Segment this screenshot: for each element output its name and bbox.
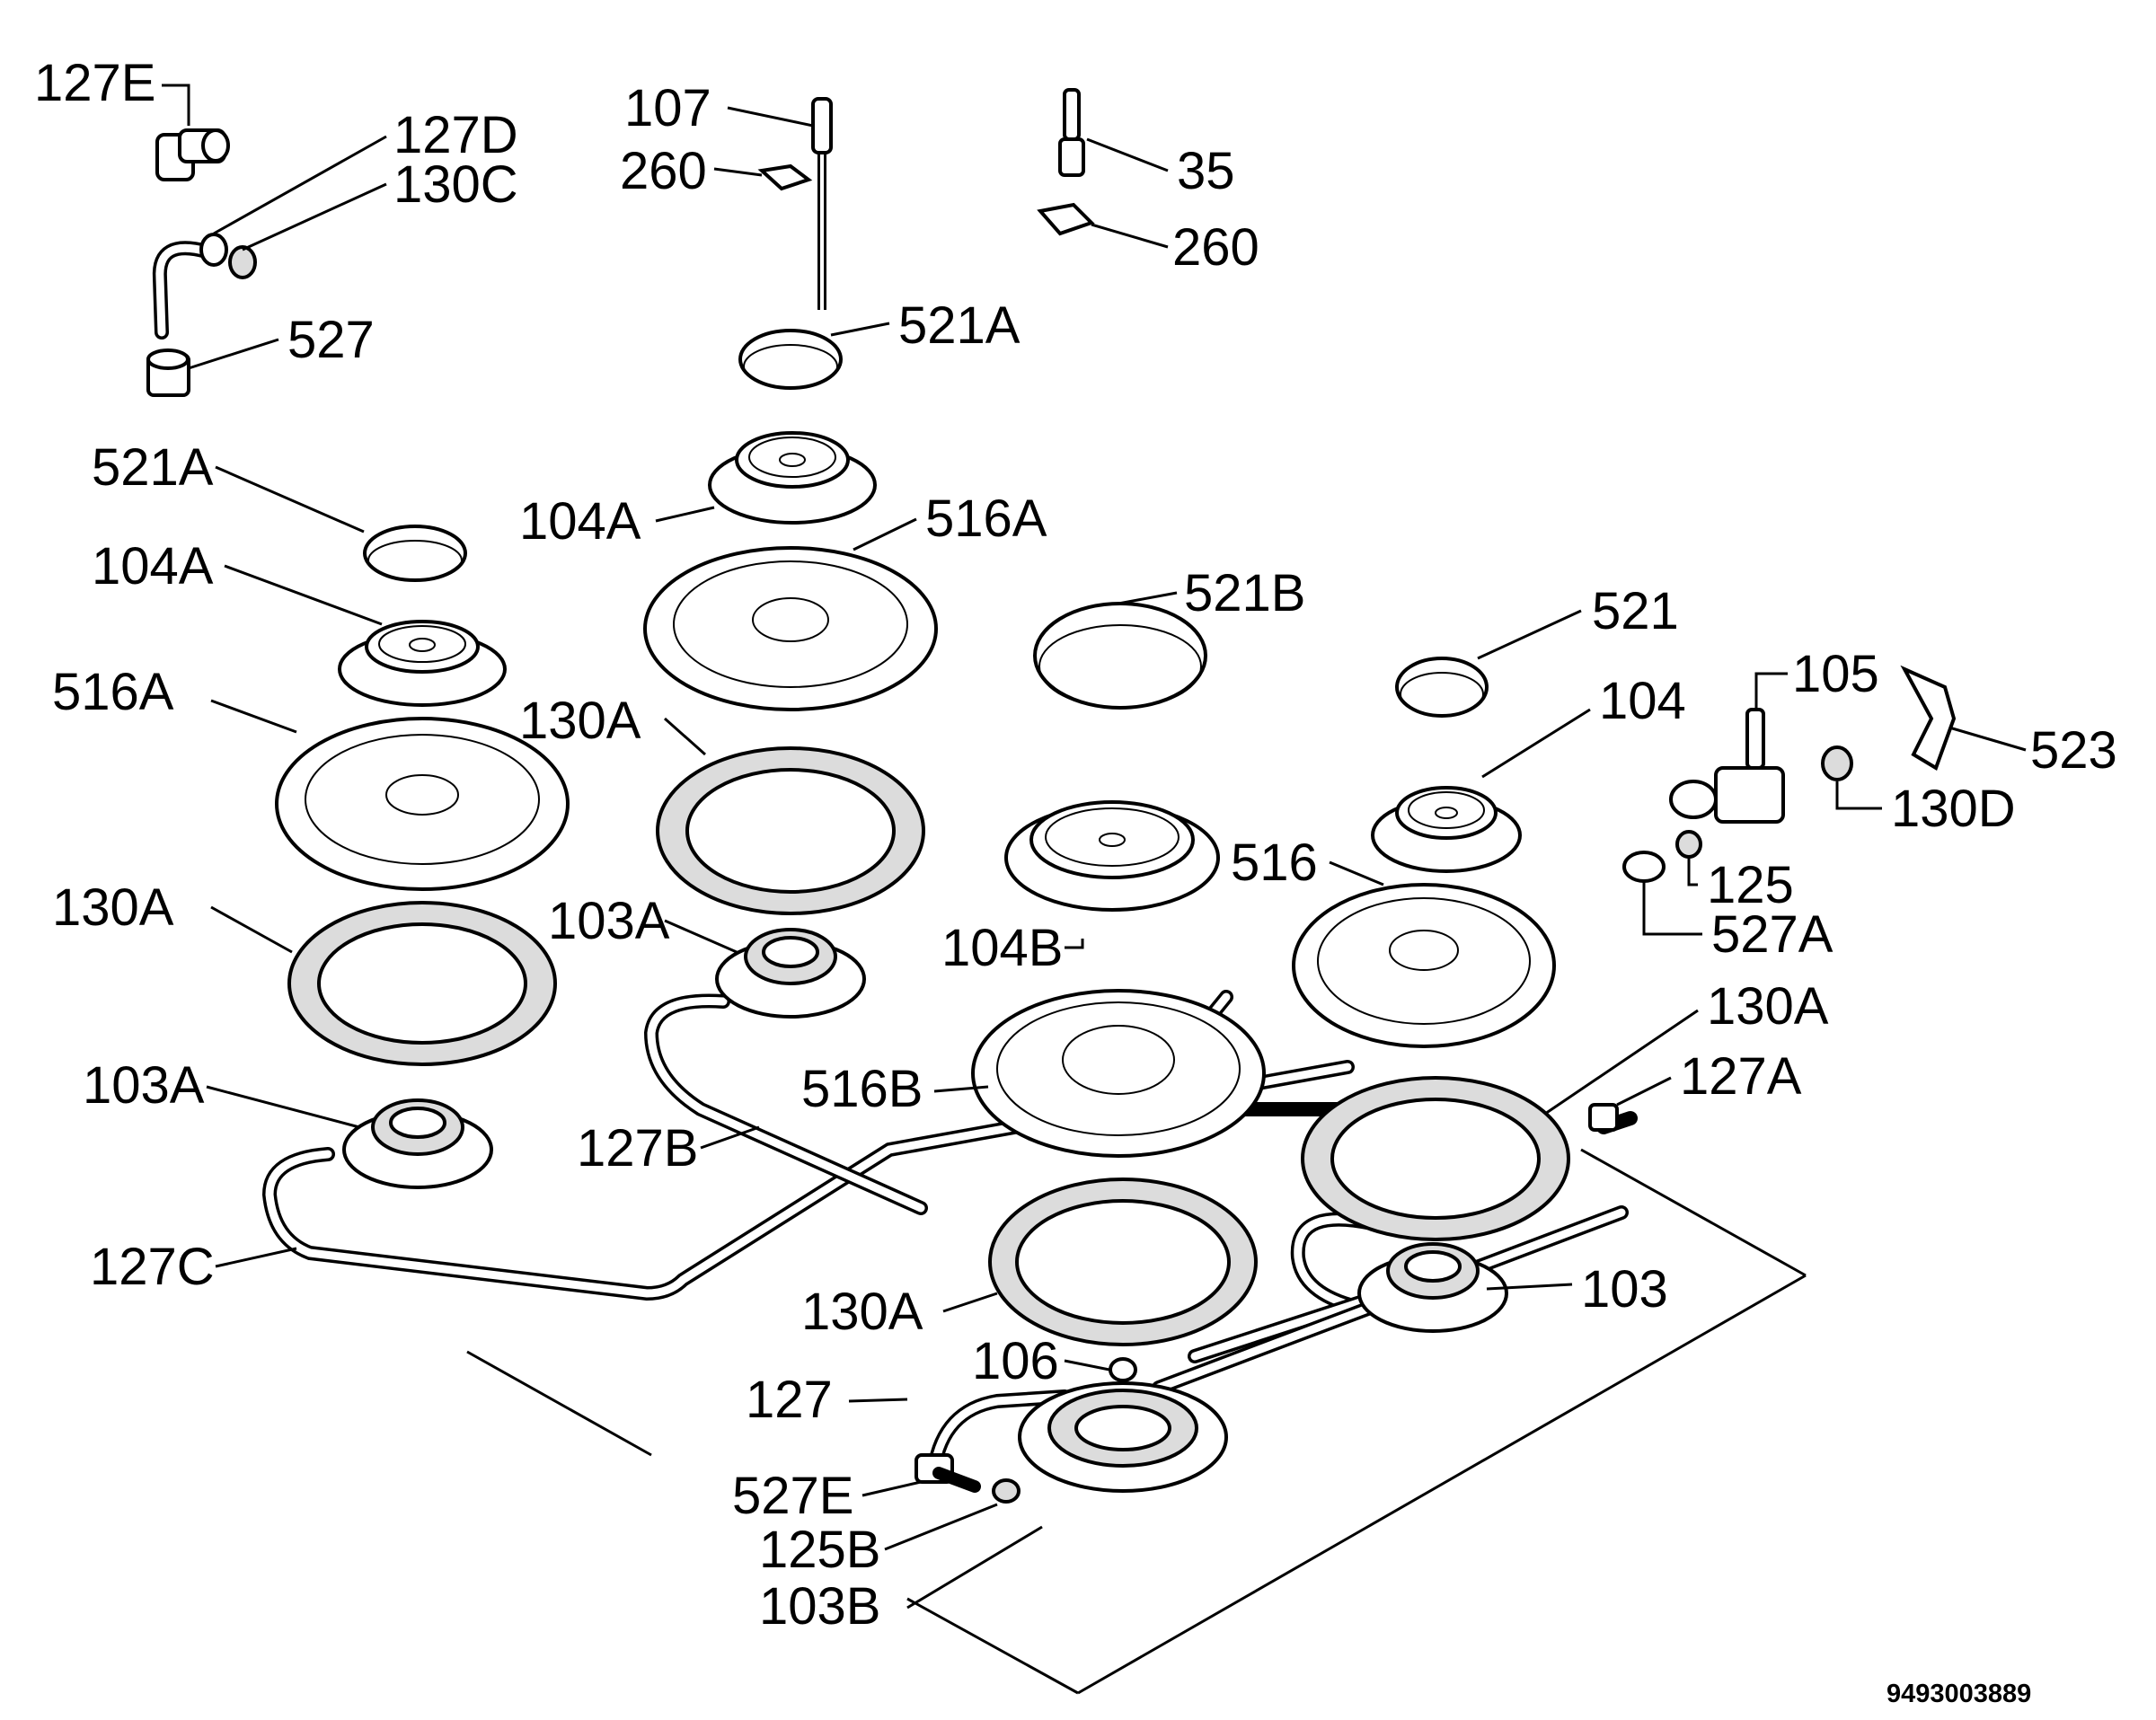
part-labels: 127E 127D 130C 527 107 260 35 260 521A 5… — [34, 54, 2117, 1708]
label-521a-top: 521A — [898, 296, 1021, 355]
label-130a-left: 130A — [52, 878, 174, 937]
label-260-right: 260 — [1172, 218, 1259, 277]
label-106: 106 — [972, 1332, 1059, 1390]
label-516: 516 — [1231, 834, 1318, 892]
label-127d: 127D — [393, 106, 518, 164]
label-130c: 130C — [393, 155, 518, 214]
label-104: 104 — [1599, 672, 1686, 730]
label-104a-left: 104A — [92, 537, 214, 595]
label-523: 523 — [2030, 721, 2117, 780]
label-35: 35 — [1177, 142, 1235, 200]
label-103b: 103B — [759, 1577, 880, 1636]
leader-lines — [162, 84, 2027, 1610]
label-521a-left: 521A — [92, 438, 214, 497]
label-516a-mid: 516A — [925, 490, 1047, 548]
label-521b: 521B — [1184, 564, 1305, 622]
label-127a: 127A — [1680, 1047, 1802, 1106]
label-130a-bottom: 130A — [801, 1283, 923, 1341]
label-516b: 516B — [801, 1060, 923, 1118]
label-103a-mid: 103A — [548, 892, 670, 950]
label-125b: 125B — [759, 1521, 880, 1579]
reference-number: 9493003889 — [1886, 1680, 2031, 1708]
label-527a: 527A — [1711, 905, 1833, 964]
middle-left-burner-stack — [643, 329, 938, 1019]
label-521: 521 — [1592, 582, 1679, 640]
label-130a-right: 130A — [1707, 977, 1829, 1036]
label-127: 127 — [746, 1371, 833, 1429]
label-105: 105 — [1792, 645, 1879, 703]
middle-large-burner-stack — [971, 602, 1266, 1493]
label-127b: 127B — [577, 1119, 698, 1178]
label-103: 103 — [1581, 1260, 1668, 1319]
label-125: 125 — [1707, 856, 1794, 914]
label-130a-mid: 130A — [519, 692, 641, 750]
label-527: 527 — [287, 311, 375, 369]
left-burner-stack — [275, 525, 570, 1189]
label-127c: 127C — [90, 1238, 215, 1296]
label-103a-left: 103A — [83, 1056, 205, 1115]
small-components — [146, 88, 1957, 1504]
label-104a-mid: 104A — [519, 492, 641, 551]
right-burner-stack — [1292, 657, 1570, 1333]
label-107: 107 — [624, 79, 711, 137]
label-516a-left: 516A — [52, 663, 174, 721]
label-260-left: 260 — [620, 142, 707, 200]
label-104b: 104B — [941, 919, 1063, 977]
label-527e: 527E — [732, 1467, 853, 1525]
label-130d: 130D — [1891, 780, 2016, 838]
hob-outline — [466, 1148, 1807, 1695]
label-127e: 127E — [34, 54, 155, 112]
